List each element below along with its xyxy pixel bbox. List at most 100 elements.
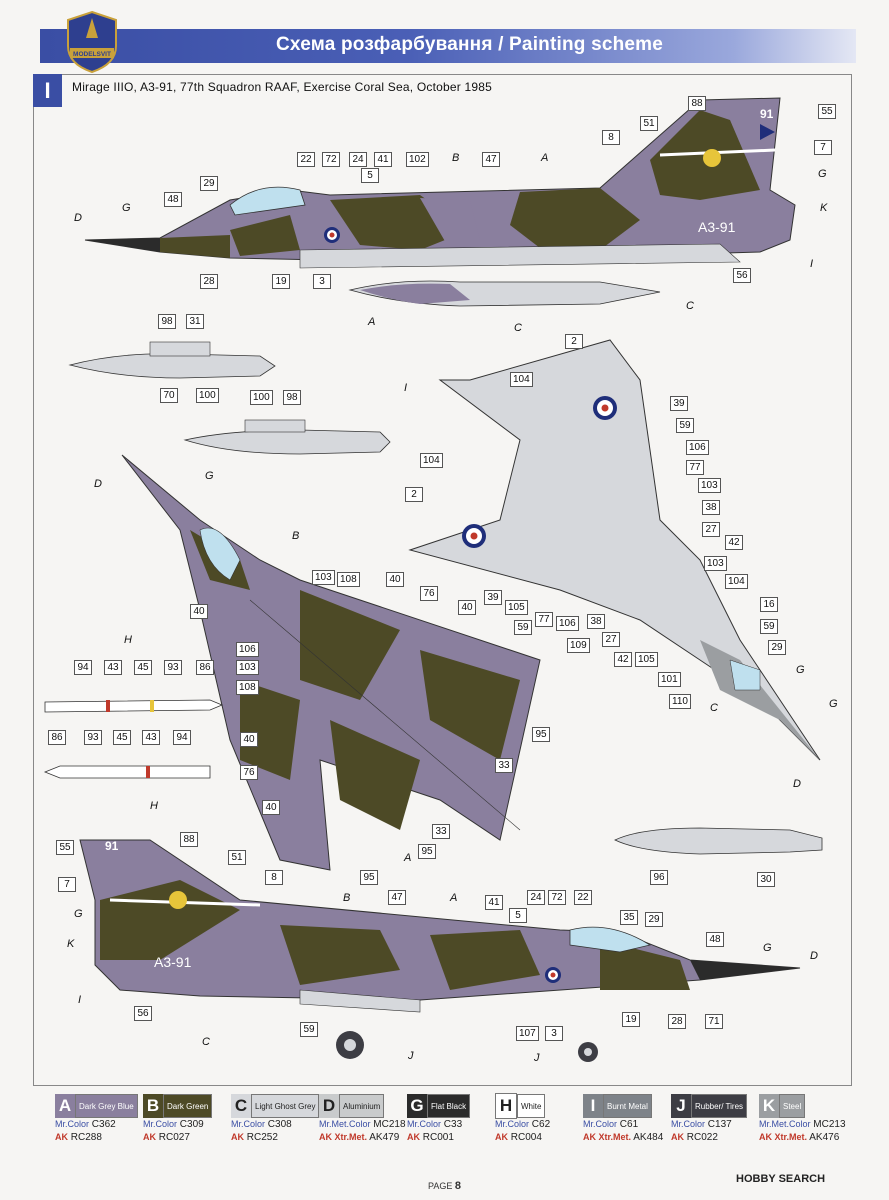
legend-color-name: Burnt Metal bbox=[603, 1094, 652, 1118]
callout: 16 bbox=[760, 597, 778, 612]
callout: 8 bbox=[602, 130, 620, 145]
underside-view bbox=[408, 339, 821, 761]
callout: 95 bbox=[418, 844, 436, 859]
callout: 93 bbox=[164, 660, 182, 675]
color-ref-b: B bbox=[343, 892, 351, 904]
legend-mr-line: Mr.Color C137 bbox=[671, 1118, 747, 1131]
legend-color-name: Steel bbox=[779, 1094, 806, 1118]
legend-ak-code: RC252 bbox=[246, 1132, 278, 1143]
legend-letter: I bbox=[583, 1094, 603, 1118]
color-ref-h: H bbox=[150, 800, 158, 812]
callout: 45 bbox=[113, 730, 131, 745]
color-ref-g: G bbox=[74, 908, 83, 920]
callout: 103 bbox=[704, 556, 727, 571]
legend-mr-line: Mr.Met.Color MC213 bbox=[759, 1118, 846, 1131]
callout: 93 bbox=[84, 730, 102, 745]
callout: 40 bbox=[386, 572, 404, 587]
legend-mr-code: C309 bbox=[179, 1119, 204, 1130]
color-ref-j: J bbox=[534, 1052, 540, 1064]
scheme-caption: Mirage IIIO, A3-91, 77th Squadron RAAF, … bbox=[72, 80, 492, 94]
callout: 22 bbox=[574, 890, 592, 905]
legend-letter: B bbox=[143, 1094, 163, 1118]
legend-ak-code: AK479 bbox=[369, 1132, 400, 1143]
callout: 48 bbox=[164, 192, 182, 207]
top-view bbox=[121, 454, 541, 871]
legend-color-name: Aluminium bbox=[339, 1094, 385, 1118]
legend-color-name: White bbox=[517, 1094, 546, 1118]
legend-ak-code: RC001 bbox=[422, 1132, 454, 1143]
callout: 39 bbox=[484, 590, 502, 605]
legend-letter: D bbox=[319, 1094, 339, 1118]
callout: 59 bbox=[514, 620, 532, 635]
legend-ak-code: RC288 bbox=[70, 1132, 102, 1143]
callout: 95 bbox=[360, 870, 378, 885]
callout: 95 bbox=[532, 727, 550, 742]
missiles bbox=[43, 699, 224, 779]
legend-ak-code: AK476 bbox=[809, 1132, 840, 1143]
legend-letter: H bbox=[495, 1093, 517, 1119]
callout: 33 bbox=[495, 758, 513, 773]
callout: 45 bbox=[134, 660, 152, 675]
fin-code-bottom: 91 bbox=[105, 839, 119, 853]
callout: 88 bbox=[180, 832, 198, 847]
callout: 103 bbox=[698, 478, 721, 493]
color-ref-a: A bbox=[450, 892, 458, 904]
legend-letter: G bbox=[407, 1094, 427, 1118]
callout: 35 bbox=[620, 910, 638, 925]
serial-marking-bottom: A3-91 bbox=[154, 954, 192, 970]
callout: 56 bbox=[134, 1006, 152, 1021]
callout: 100 bbox=[196, 388, 219, 403]
legend-letter: C bbox=[231, 1094, 251, 1118]
callout: 100 bbox=[250, 390, 273, 405]
callout: 29 bbox=[645, 912, 663, 927]
legend-mr-line: Mr.Color C62 bbox=[495, 1118, 550, 1131]
legend-ak-line: AK RC004 bbox=[495, 1131, 550, 1144]
callout: 98 bbox=[283, 390, 301, 405]
callout: 27 bbox=[702, 522, 720, 537]
legend-ak-line: AK RC001 bbox=[407, 1131, 470, 1144]
color-ref-c: C bbox=[202, 1036, 210, 1048]
legend-mr-brand: Mr.Met.Color bbox=[319, 1119, 371, 1129]
callout: 59 bbox=[760, 619, 778, 634]
callout: 71 bbox=[705, 1014, 723, 1029]
legend-mr-brand: Mr.Color bbox=[583, 1119, 618, 1129]
callout: 59 bbox=[676, 418, 694, 433]
page-number-value: 8 bbox=[454, 1180, 461, 1192]
legend-mr-code: C308 bbox=[267, 1119, 292, 1130]
legend-mr-code: MC213 bbox=[813, 1119, 846, 1130]
callout: 28 bbox=[200, 274, 218, 289]
callout: 103 bbox=[312, 570, 335, 585]
drop-tanks-side bbox=[68, 280, 661, 455]
color-ref-d: D bbox=[94, 478, 102, 490]
callout: 24 bbox=[349, 152, 367, 167]
callout: 107 bbox=[516, 1026, 539, 1041]
callout: 94 bbox=[173, 730, 191, 745]
side-profile-left: A3-91 91 bbox=[84, 97, 796, 269]
callout: 41 bbox=[374, 152, 392, 167]
callout: 2 bbox=[565, 334, 583, 349]
callout: 30 bbox=[757, 872, 775, 887]
callout: 41 bbox=[485, 895, 503, 910]
legend-mr-brand: Mr.Color bbox=[495, 1119, 530, 1129]
callout: 2 bbox=[405, 487, 423, 502]
callout: 104 bbox=[420, 453, 443, 468]
color-ref-g: G bbox=[122, 202, 131, 214]
color-ref-i: I bbox=[78, 994, 82, 1006]
callout: 106 bbox=[236, 642, 259, 657]
callout: 106 bbox=[686, 440, 709, 455]
serial-marking-top: A3-91 bbox=[698, 219, 736, 235]
color-ref-h: H bbox=[124, 634, 132, 646]
callout: 70 bbox=[160, 388, 178, 403]
legend-ak-line: AK Xtr.Met. AK479 bbox=[319, 1131, 406, 1144]
callout: 39 bbox=[670, 396, 688, 411]
callout: 72 bbox=[322, 152, 340, 167]
legend-ak-brand: AK Xtr.Met. bbox=[583, 1132, 632, 1142]
callout: 59 bbox=[300, 1022, 318, 1037]
